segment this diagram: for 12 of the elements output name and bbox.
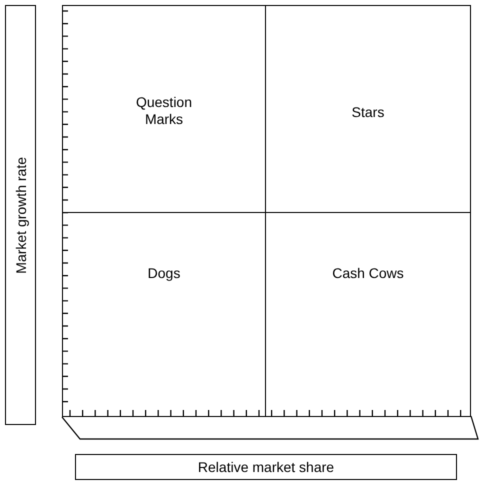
axis-label: Market growth rate (12, 156, 28, 274)
matrix-quadrant (62, 212, 266, 417)
axis-label-box (75, 454, 457, 480)
axis-label: Relative market share (198, 459, 334, 475)
matrix-quadrant (62, 5, 266, 213)
quadrant-label: Dogs (148, 265, 180, 282)
matrix-quadrant (265, 212, 471, 417)
quadrant-label: Question Marks (134, 94, 194, 128)
axis-label-box (5, 5, 36, 425)
quadrant-label: Cash Cows (332, 265, 404, 282)
matrix-quadrant (265, 5, 471, 213)
quadrant-label: Stars (352, 104, 384, 121)
